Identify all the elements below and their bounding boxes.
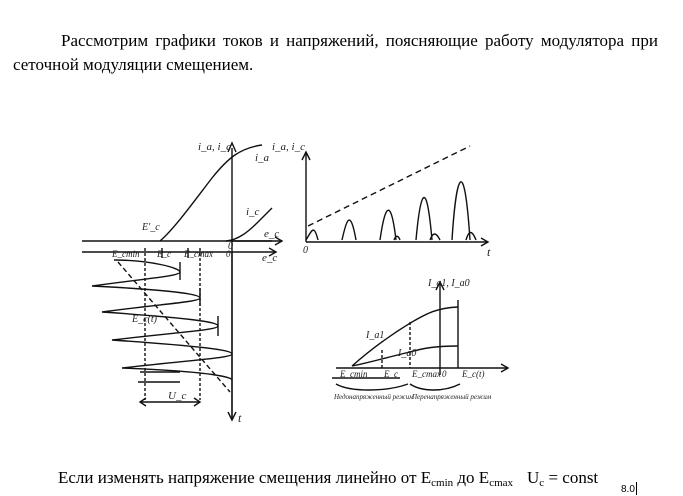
bottom-paragraph: Если изменять напряжение смещения линейн…	[58, 466, 598, 490]
left-ic-label: i_c	[246, 206, 260, 218]
right-regime2: Перенапряженный режим	[411, 393, 492, 401]
right-ia0-label: I_a0	[397, 348, 416, 359]
mid-pulses	[305, 181, 471, 241]
right-ia1-curve	[351, 306, 459, 367]
left-zero1: 0	[228, 241, 233, 252]
right-emax-label: E_cmax	[411, 369, 441, 379]
left-ia-label: i_a	[255, 152, 270, 164]
intro-paragraph: Рассмотрим графики токов и напряжений, п…	[13, 31, 658, 74]
mid-envelope	[307, 145, 471, 227]
bottom-text-mid: до E	[453, 468, 490, 487]
right-ect-label: E_c(t)	[461, 369, 485, 379]
left-ec-label: e_c	[264, 228, 279, 240]
left-oscillation	[91, 259, 233, 381]
left-ic-curve	[225, 207, 273, 242]
bottom-text-prefix: Если изменять напряжение смещения линейн…	[58, 468, 432, 487]
right-emin-label: E_cmin	[339, 369, 368, 379]
uc-symbol: U	[527, 468, 540, 487]
left-t-label: t	[238, 411, 242, 425]
left-emin-label: E_cmin	[111, 249, 140, 259]
bottom-text-suffix: = const	[544, 468, 599, 487]
mid-y-label: i_a, i_c	[272, 141, 305, 153]
right-regime1: Недонапряженный режим	[333, 393, 414, 401]
left-zero2: 0	[226, 249, 231, 259]
page-marker: 8.0	[621, 484, 635, 495]
left-uc-label: U_c	[168, 390, 186, 402]
text-cursor	[636, 482, 637, 495]
left-emax-label: E_cmax	[183, 249, 213, 259]
left-ecprime-label: E'_c	[141, 222, 160, 233]
left-ec-label2: e_c	[262, 252, 277, 264]
left-y-label: i_a, i_c	[198, 141, 231, 153]
uc-subscript: c	[539, 477, 545, 489]
left-ect-label: E_c(t)	[131, 314, 158, 325]
mid-t-label: t	[487, 245, 491, 259]
left-ect-line	[117, 261, 231, 393]
right-y-label: I_a1, I_a0	[427, 278, 470, 289]
mid-zero: 0	[303, 245, 308, 256]
left-ecc-label: E_c	[156, 249, 171, 259]
right-ec-label: E_c	[383, 369, 398, 379]
ecmax-subscript: cmax	[489, 477, 514, 489]
right-zero: 0	[442, 369, 447, 379]
ecmin-subscript: cmin	[431, 477, 454, 489]
left-ia-curve	[159, 144, 263, 242]
right-ia1-label: I_a1	[365, 330, 384, 341]
